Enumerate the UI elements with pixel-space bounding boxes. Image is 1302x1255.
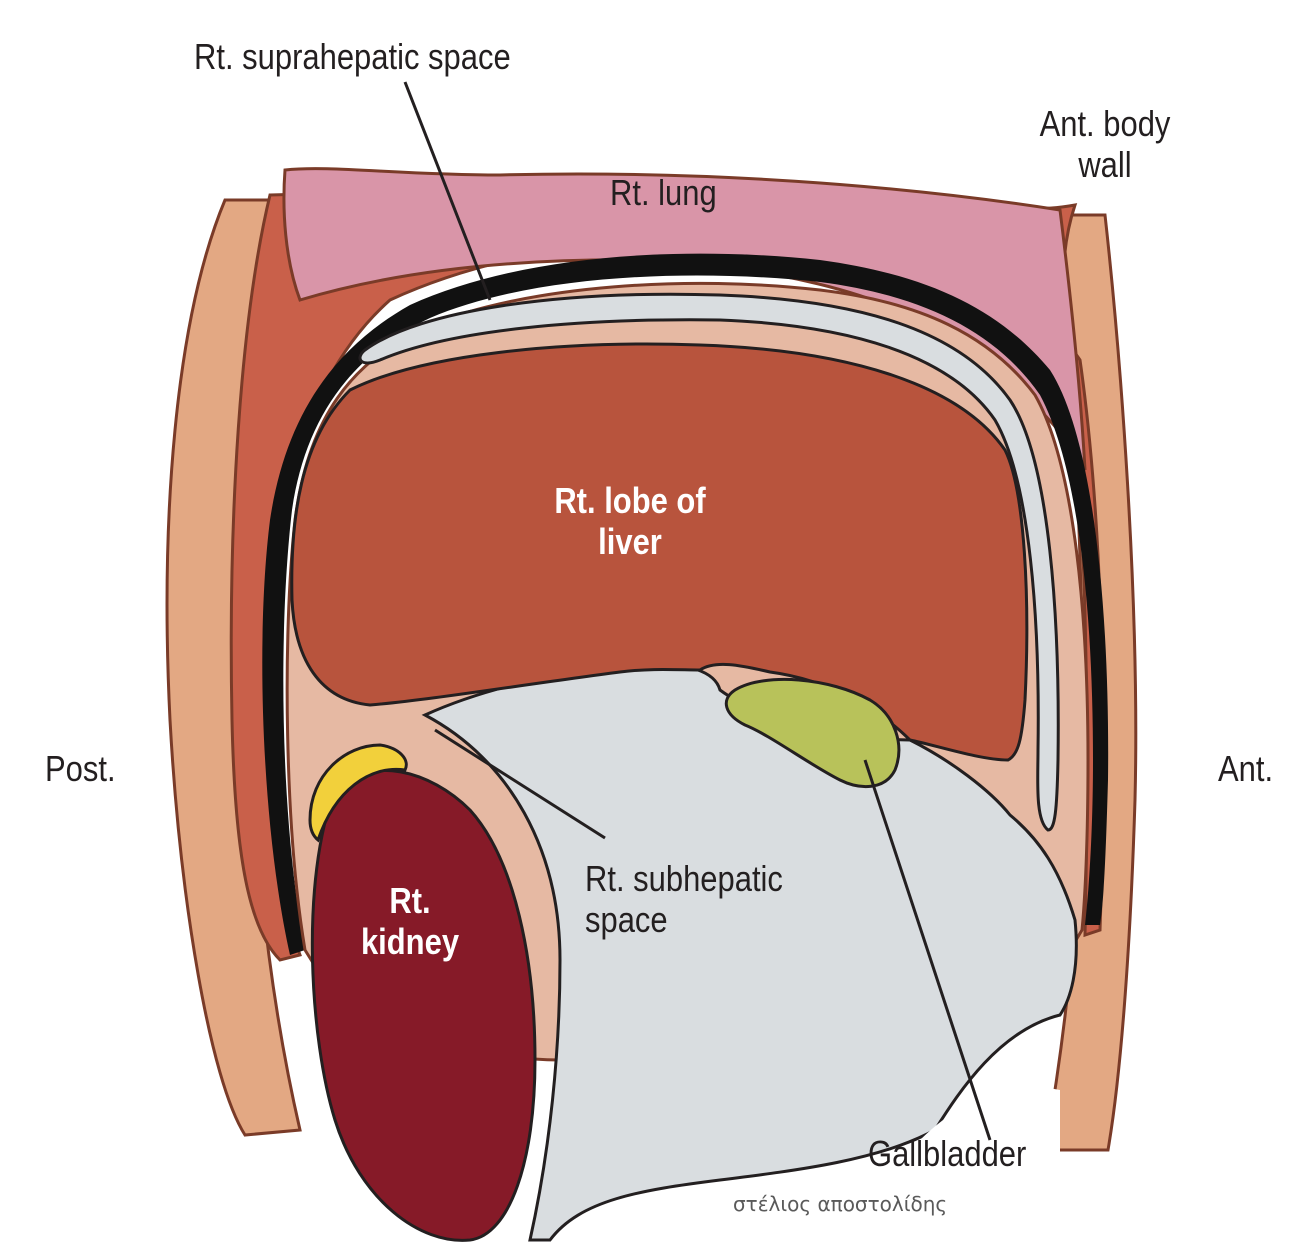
label-lung-text: Rt. lung (610, 172, 717, 213)
label-subhepatic-line2: space (585, 899, 783, 940)
label-ant-body-wall-line1: Ant. body (1019, 103, 1191, 144)
label-ant: Ant. (1218, 748, 1273, 789)
label-kidney-line1: Rt. (333, 880, 488, 921)
label-post: Post. (45, 748, 116, 789)
label-subhepatic-space: Rt. subhepatic space (585, 858, 783, 941)
label-kidney: Rt. kidney (333, 880, 488, 963)
label-ant-text: Ant. (1218, 748, 1273, 789)
author-credit: στέλιος αποστολίδης (733, 1192, 947, 1216)
label-gallbladder-text: Gallbladder (868, 1133, 1026, 1174)
label-liver: Rt. lobe of liver (535, 480, 724, 563)
label-post-text: Post. (45, 748, 116, 789)
label-suprahepatic-text: Rt. suprahepatic space (194, 36, 511, 77)
label-subhepatic-line1: Rt. subhepatic (585, 858, 783, 899)
label-liver-line2: liver (535, 521, 724, 562)
label-lung: Rt. lung (610, 172, 717, 213)
label-ant-body-wall: Ant. body wall (1019, 103, 1191, 186)
label-kidney-line2: kidney (333, 921, 488, 962)
label-gallbladder: Gallbladder (868, 1133, 1026, 1174)
label-ant-body-wall-line2: wall (1019, 144, 1191, 185)
label-suprahepatic-space: Rt. suprahepatic space (194, 36, 511, 77)
label-liver-line1: Rt. lobe of (535, 480, 724, 521)
